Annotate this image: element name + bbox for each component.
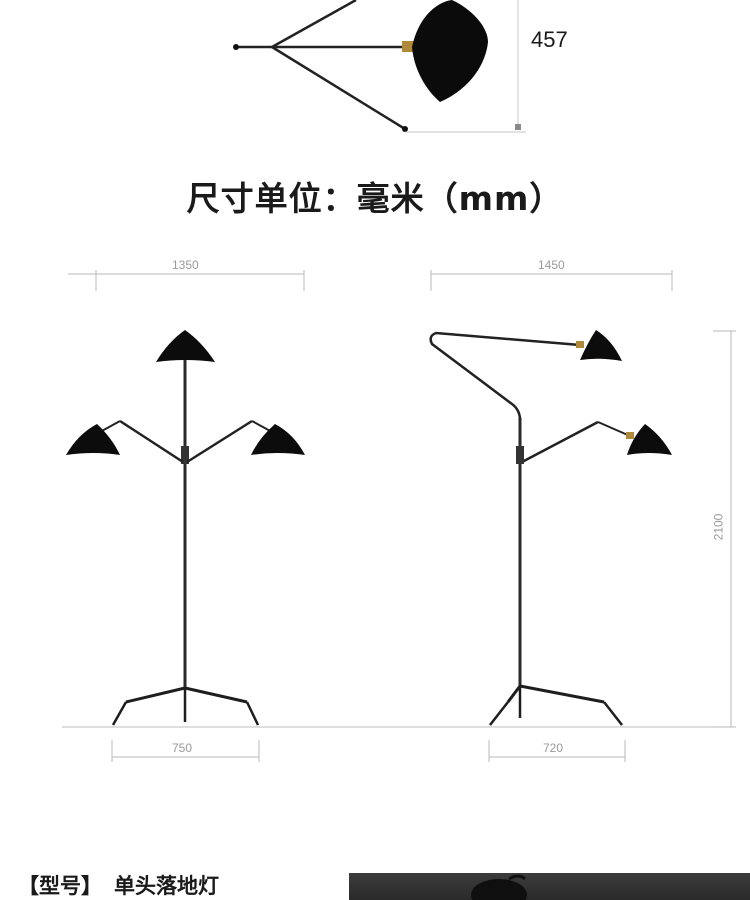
model-value: 单头落地灯: [114, 874, 219, 898]
dimension-label-1350: 1350: [172, 258, 199, 272]
top-view-lamp: [233, 0, 526, 133]
dimension-lines: [68, 270, 736, 762]
model-line: 【型号】单头落地灯: [18, 870, 231, 900]
unit-title: 尺寸单位：毫米（mm）: [186, 179, 564, 218]
dimension-label-2100: 2100: [711, 513, 726, 541]
two-head-floor-lamp: [429, 330, 672, 726]
dimension-label-750: 750: [172, 741, 193, 755]
dimension-label-1450: 1450: [538, 258, 565, 272]
model-label: 【型号】: [18, 874, 102, 898]
top-view-dimension-label: 457: [531, 27, 568, 52]
dimension-label-720: 720: [543, 741, 564, 755]
lamp-photo-image: [471, 874, 527, 900]
product-photo: [349, 873, 750, 900]
three-head-floor-lamp: [66, 330, 305, 726]
